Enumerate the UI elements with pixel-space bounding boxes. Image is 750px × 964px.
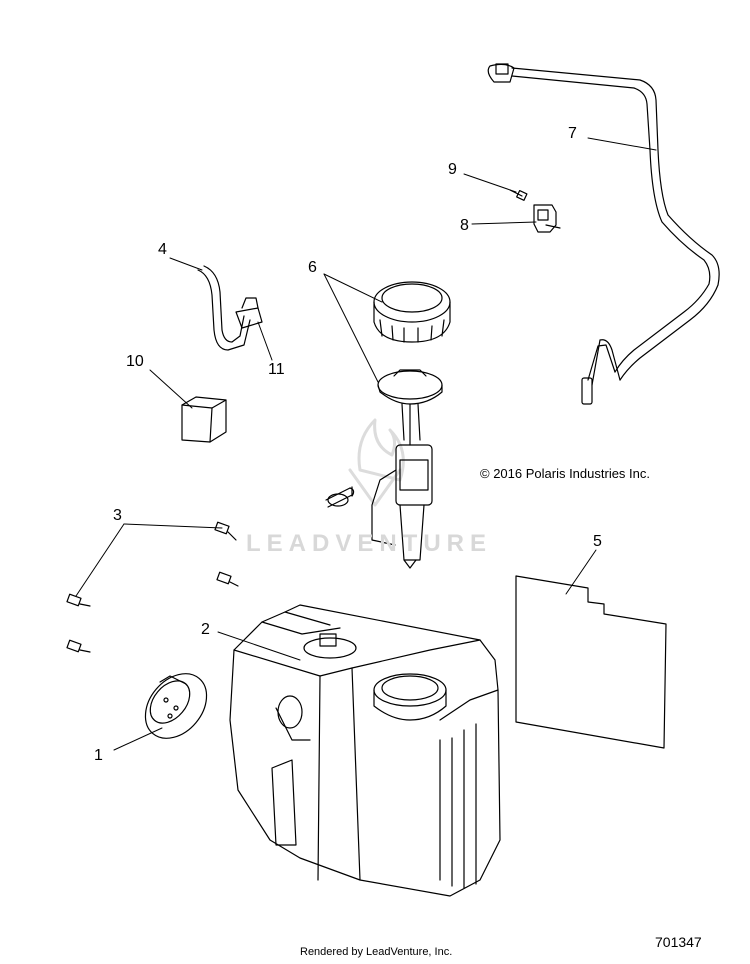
lock-ring-part-6 — [373, 281, 451, 343]
callout-8: 8 — [460, 217, 469, 234]
fuel-cap-part-1 — [144, 673, 208, 739]
fuel-pump-part-6 — [325, 369, 443, 569]
fuel-line-part-7 — [487, 63, 720, 405]
callout-10: 10 — [126, 353, 144, 370]
callout-leaders — [75, 137, 657, 751]
callout-5: 5 — [593, 533, 602, 550]
pad-part-10 — [181, 396, 227, 443]
callout-3: 3 — [113, 507, 122, 524]
clip-part-8 — [533, 204, 561, 233]
fuel-tank-part-2 — [229, 604, 501, 897]
footer-credit: Rendered by LeadVenture, Inc. — [300, 946, 453, 958]
callout-6: 6 — [308, 259, 317, 276]
screw-part-9 — [509, 189, 528, 201]
diagram-part-number: 701347 — [655, 934, 702, 950]
copyright-text: © 2016 Polaris Industries Inc. — [480, 466, 650, 481]
callout-4: 4 — [158, 241, 167, 258]
callout-7: 7 — [568, 125, 577, 142]
watermark-logo — [348, 418, 405, 507]
callout-2: 2 — [201, 621, 210, 638]
harness-part-4 — [197, 265, 263, 351]
callout-9: 9 — [448, 161, 457, 178]
watermark-text: LEADVENTURE — [246, 530, 493, 557]
callout-11: 11 — [268, 361, 285, 378]
shield-sheet-part-5 — [515, 575, 667, 749]
bolts-part-3 — [66, 521, 239, 653]
callout-1: 1 — [94, 747, 103, 764]
